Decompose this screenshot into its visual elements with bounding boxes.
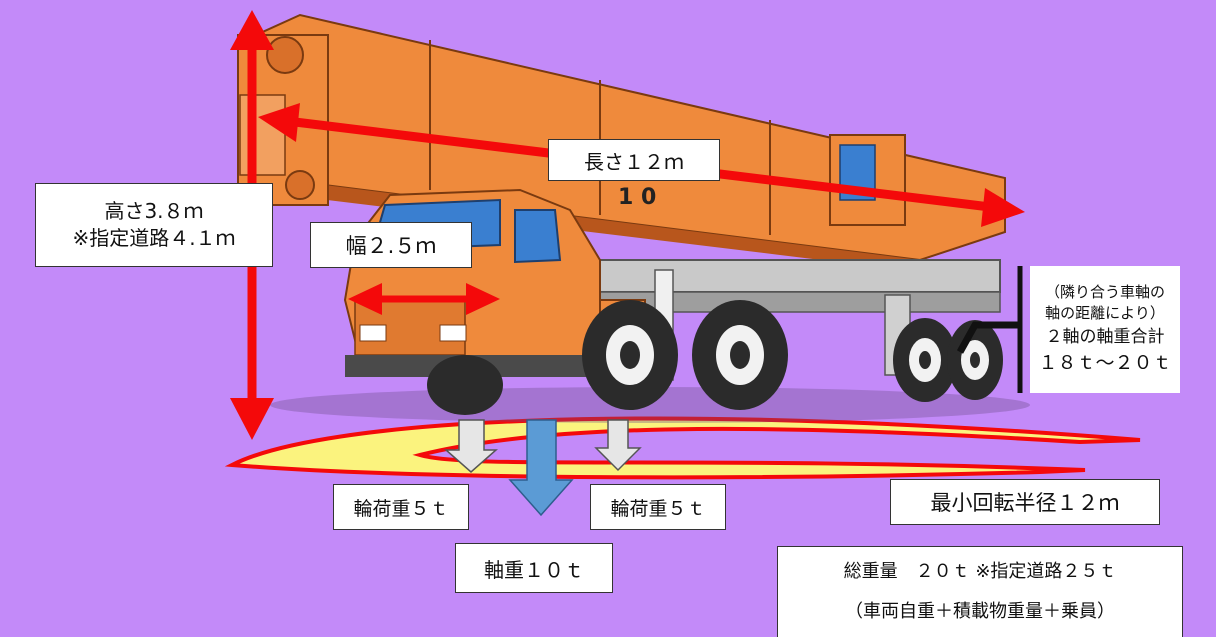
wheel-load-right-label: 輪荷重５ｔ	[590, 484, 726, 530]
axle-note-line4: １８ｔ～２０ｔ	[1038, 351, 1172, 374]
width-label: 幅２.５ｍ	[310, 222, 472, 268]
wheels	[427, 300, 1003, 415]
axle-note-line1: （隣り合う車軸の	[1044, 282, 1165, 301]
axle-load-arrow	[508, 419, 574, 517]
gross-weight-line1: 総重量 ２０ｔ ※指定道路２５ｔ	[843, 561, 1117, 583]
height-label-line2: ※指定道路４.１ｍ	[72, 226, 236, 250]
turning-radius-swoosh	[224, 416, 1141, 480]
gross-weight-label: 総重量 ２０ｔ ※指定道路２５ｔ （車両自重＋積載物重量＋乗員）	[777, 546, 1183, 637]
height-label-line1: 高さ3.８ｍ	[104, 199, 204, 223]
length-label: 長さ１２ｍ	[548, 139, 720, 181]
svg-text:1 0: 1 0	[618, 185, 656, 210]
axle-bracket	[956, 266, 1023, 393]
gross-weight-line2: （車両自重＋積載物重量＋乗員）	[845, 601, 1115, 622]
crane-truck: 1 0	[237, 13, 1030, 423]
axle-note-line2: 軸の距離により）	[1045, 304, 1165, 323]
wheel-load-left-arrow	[444, 419, 498, 473]
axle-load-label: 軸重１０ｔ	[455, 543, 613, 593]
turning-radius-label: 最小回転半径１２ｍ	[890, 479, 1160, 525]
width-arrow	[348, 283, 500, 315]
height-label: 高さ3.８ｍ ※指定道路４.１ｍ	[35, 183, 273, 267]
axle-note-line3: ２軸の軸重合計	[1045, 327, 1165, 348]
wheel-load-right-arrow	[594, 419, 642, 472]
wheel-load-left-label: 輪荷重５ｔ	[333, 484, 469, 530]
axle-load-note: （隣り合う車軸の 軸の距離により） ２軸の軸重合計 １８ｔ～２０ｔ	[1030, 266, 1180, 393]
